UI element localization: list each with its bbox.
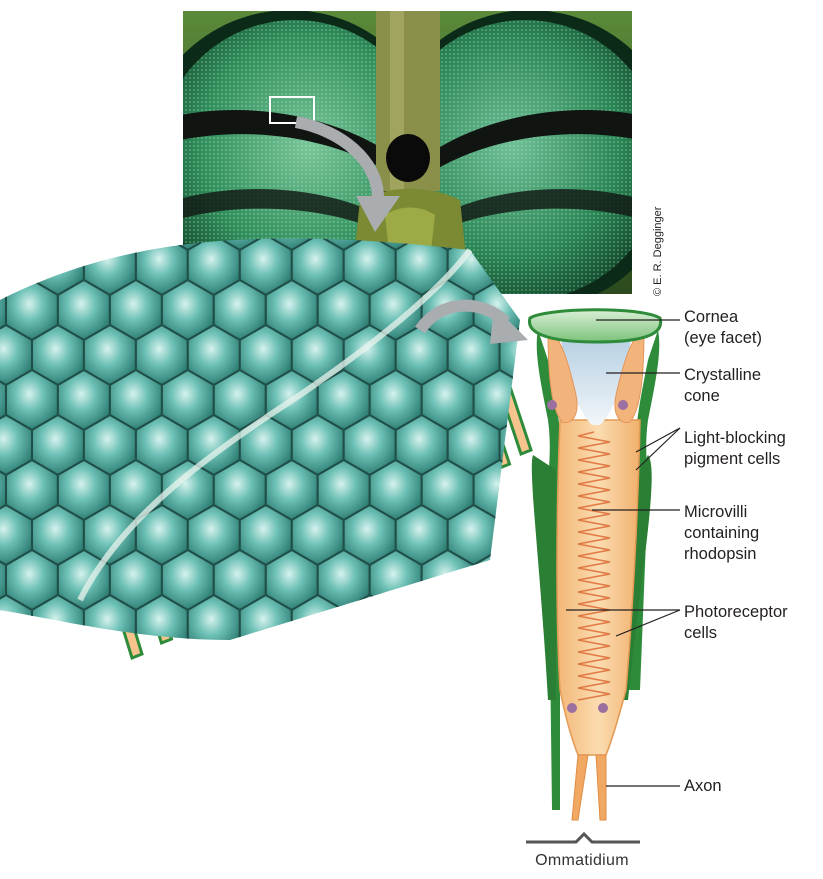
- facet-hexagon: [396, 775, 448, 835]
- facet-hexagon: [6, 100, 58, 160]
- label-crystalline-cone: Crystalline cone: [684, 365, 761, 407]
- facet-hexagon: [396, 595, 448, 655]
- facet-hexagon: [344, 775, 396, 835]
- facet-hexagon: [0, 190, 6, 250]
- facet-hexagon: [188, 775, 240, 835]
- facet-hexagon: [500, 775, 552, 835]
- facet-hexagon: [84, 685, 136, 745]
- facet-hexagon: [422, 640, 474, 700]
- facet-hexagon: [58, 100, 110, 160]
- facet-hexagon: [370, 730, 422, 790]
- label-cornea: Cornea (eye facet): [684, 307, 762, 349]
- facet-hexagon: [0, 775, 32, 835]
- facet-hexagon: [58, 730, 110, 790]
- facet-hexagon: [110, 100, 162, 160]
- facet-hexagon: [370, 640, 422, 700]
- facet-hexagon: [0, 730, 6, 790]
- facet-hexagon: [162, 640, 214, 700]
- ommatidium-diagram: [526, 310, 661, 842]
- facet-hexagon: [32, 145, 84, 205]
- facet-hexagon: [0, 100, 6, 160]
- facet-hexagon: [58, 640, 110, 700]
- facet-hexagon: [136, 775, 188, 835]
- facet-hexagon: [500, 685, 552, 745]
- facet-hexagon: [84, 145, 136, 205]
- facet-hexagon: [396, 685, 448, 745]
- facet-hexagon: [318, 730, 370, 790]
- facet-hexagon: [422, 730, 474, 790]
- facet-hexagon: [58, 190, 110, 250]
- facet-hexagon: [188, 685, 240, 745]
- facet-hexagon: [6, 640, 58, 700]
- facet-hexagon: [240, 775, 292, 835]
- facet-hexagon: [214, 640, 266, 700]
- facet-hexagon: [0, 640, 6, 700]
- facet-hexagon: [110, 730, 162, 790]
- facet-hexagon: [292, 775, 344, 835]
- facet-hexagon: [266, 640, 318, 700]
- label-axon: Axon: [684, 776, 722, 797]
- facet-hexagon: [32, 775, 84, 835]
- facet-hexagon: [0, 685, 32, 745]
- facet-hexagon: [162, 730, 214, 790]
- facet-hexagon: [136, 685, 188, 745]
- facet-hexagon: [266, 730, 318, 790]
- facet-hexagon: [110, 190, 162, 250]
- label-pigment-cells: Light-blocking pigment cells: [684, 428, 786, 470]
- facet-hexagon: [6, 730, 58, 790]
- facet-hexagon: [448, 685, 500, 745]
- facet-hexagon: [136, 145, 188, 205]
- facet-hexagon: [0, 145, 32, 205]
- facet-hexagon: [448, 775, 500, 835]
- label-microvilli: Microvilli containing rhodopsin: [684, 502, 759, 565]
- facet-hexagon: [474, 640, 526, 700]
- facet-hexagon: [292, 685, 344, 745]
- facet-hexagon: [240, 685, 292, 745]
- facet-hexagon: [6, 190, 58, 250]
- facet-hexagon: [84, 775, 136, 835]
- figure-caption: Ommatidium: [524, 852, 640, 870]
- facet-hexagon: [448, 595, 500, 655]
- label-photoreceptor-cells: Photoreceptor cells: [684, 602, 788, 644]
- photo-credit: © E. R. Degginger: [652, 207, 664, 296]
- facet-hexagon: [318, 640, 370, 700]
- facet-hexagon: [0, 235, 32, 295]
- facet-hexagon: [344, 595, 396, 655]
- facet-hexagon: [214, 730, 266, 790]
- facet-hexagon: [344, 685, 396, 745]
- facet-hexagon: [474, 730, 526, 790]
- facet-hexagon: [32, 685, 84, 745]
